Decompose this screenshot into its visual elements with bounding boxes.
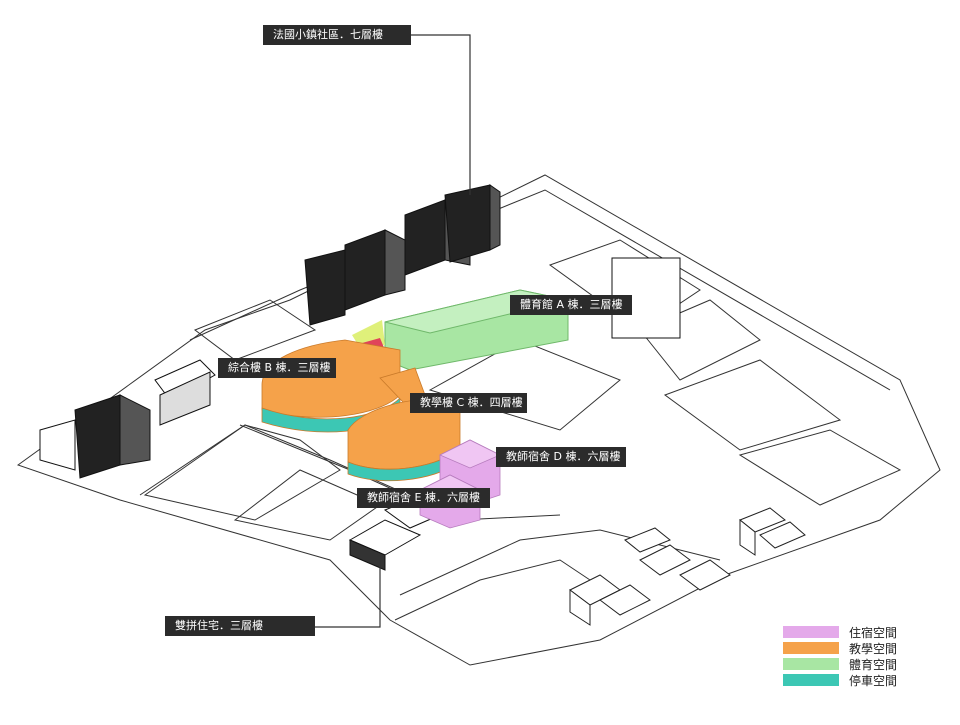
legend-label: 住宿空間 xyxy=(849,625,898,640)
legend-label: 教學空間 xyxy=(849,641,898,656)
label-teaching-c: 教學樓 C 棟．四層樓 xyxy=(410,393,527,413)
label-gym-a: 體育館 A 棟．三層樓 xyxy=(510,295,632,315)
legend-item-parking: 停車空間 xyxy=(783,672,913,688)
label-complex-b: 綜合樓 B 棟．三層樓 xyxy=(218,358,336,378)
leader-lines xyxy=(315,34,471,628)
legend-swatch xyxy=(783,642,839,654)
legend-label: 體育空間 xyxy=(849,657,898,672)
label-dorm-e: 教師宿舍 E 棟．六層樓 xyxy=(357,488,490,508)
apartment-towers xyxy=(39,184,681,479)
label-french-town: 法國小鎮社區．七層樓 xyxy=(263,25,411,45)
legend-item-residential: 住宿空間 xyxy=(783,624,913,640)
label-duplex: 雙拼住宅．三層樓 xyxy=(165,616,315,636)
legend-swatch xyxy=(783,658,839,670)
legend-swatch xyxy=(783,674,839,686)
legend-swatch xyxy=(783,626,839,638)
legend: 住宿空間 教學空間 體育空間 停車空間 xyxy=(783,624,913,688)
label-dorm-d: 教師宿舍 D 棟．六層樓 xyxy=(496,447,626,467)
legend-label: 停車空間 xyxy=(849,673,898,688)
legend-item-teaching: 教學空間 xyxy=(783,640,913,656)
houses-cluster xyxy=(569,507,806,626)
legend-item-sports: 體育空間 xyxy=(783,656,913,672)
